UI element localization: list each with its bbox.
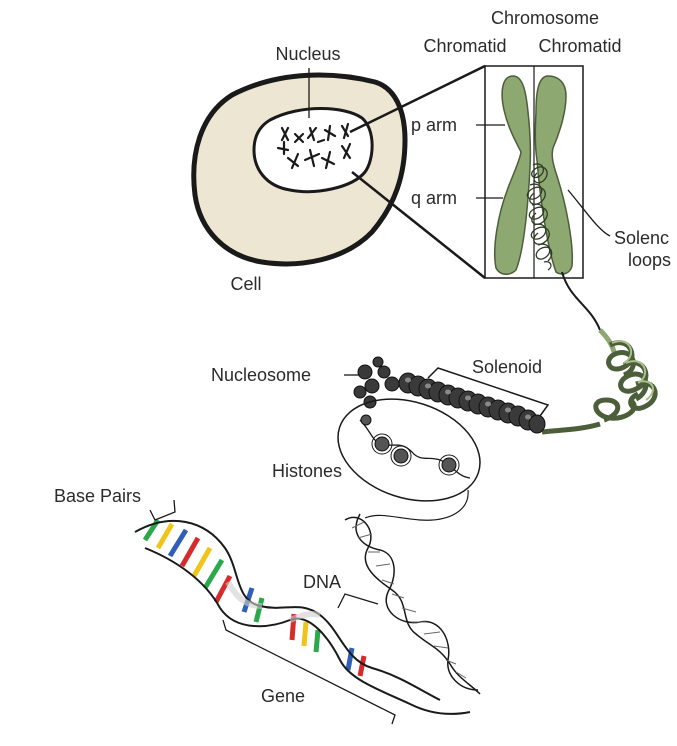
supercoil (542, 343, 655, 432)
dna-helix-coloured (135, 520, 470, 714)
chromatin-fiber (542, 272, 655, 432)
label-nucleosome: Nucleosome (211, 365, 311, 385)
label-nucleus: Nucleus (275, 44, 340, 64)
label-solenoid: Solenoid (472, 357, 542, 377)
label-q-arm: q arm (411, 188, 457, 208)
label-dna: DNA (303, 572, 341, 592)
histone-particles (361, 415, 456, 472)
nucleus (254, 109, 372, 192)
label-chromatid-right: Chromatid (538, 36, 621, 56)
label-chromatid-left: Chromatid (423, 36, 506, 56)
linker-dna (365, 490, 468, 520)
label-cell: Cell (230, 274, 261, 294)
dna-leader (338, 594, 378, 608)
label-base-pairs: Base Pairs (54, 486, 141, 506)
label-p-arm: p arm (411, 115, 457, 135)
chromosome-panel (485, 66, 583, 278)
gene-bracket (223, 620, 395, 724)
label-solenoid-loops-2: loops (628, 250, 671, 270)
base-pair-rungs (145, 520, 364, 676)
label-solenoid-loops-1: Solenc (614, 228, 669, 248)
label-gene: Gene (261, 686, 305, 706)
base-pairs-bracket (150, 500, 175, 520)
cell (194, 75, 405, 264)
label-histones: Histones (272, 461, 342, 481)
dna-helix-grey (345, 514, 480, 694)
label-chromosome: Chromosome (491, 8, 599, 28)
